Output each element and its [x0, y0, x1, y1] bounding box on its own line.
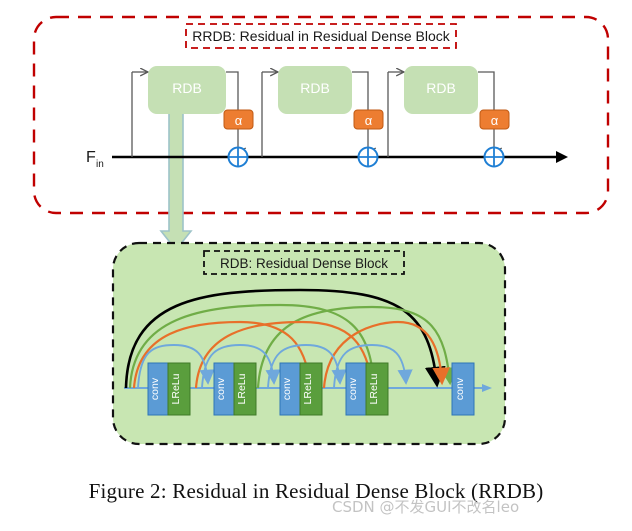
input-label: F	[86, 149, 96, 166]
rdb-output-path-3	[478, 71, 495, 110]
rdb-unit-3-act-rect	[299, 362, 323, 416]
skip-green-2	[256, 305, 458, 389]
rdb-final-conv[interactable]: conv	[451, 362, 475, 416]
rdb-block-3-rect	[404, 66, 478, 114]
skip-blue-4	[333, 344, 413, 389]
sum-node-1	[227, 146, 249, 168]
rrdb-title-text: RRDB: Residual in Residual Dense Block	[192, 28, 451, 44]
sum-node-3	[483, 146, 505, 168]
rdb-unit-1[interactable]: conv LReLu	[147, 362, 191, 416]
rdb-unit-2[interactable]: conv LReLu	[213, 362, 257, 416]
alpha-box-1[interactable]: α	[223, 109, 254, 130]
alpha-box-1-label: α	[235, 113, 243, 128]
alpha-box-1-rect	[223, 109, 254, 130]
rdb-final-conv-rect	[451, 362, 475, 416]
rdb-block-1-label: RDB	[172, 80, 202, 96]
rdb-unit-4-conv-label: conv	[347, 377, 359, 400]
rdb-output-path-2	[352, 71, 369, 110]
skip-green-1	[128, 303, 382, 389]
rdb-unit-4-act-rect	[365, 362, 389, 416]
rdb-block-2-label: RDB	[300, 80, 330, 96]
skip-orange-1	[132, 320, 317, 389]
rdb-unit-2-act-rect	[233, 362, 257, 416]
rdb-title-text: RDB: Residual Dense Block	[220, 256, 388, 271]
rdb-block-1-rect	[148, 66, 226, 114]
skip-blue-3	[267, 344, 347, 389]
rdb-block-2-rect	[278, 66, 352, 114]
alpha-box-2[interactable]: α	[353, 109, 384, 130]
input-label-subscript: in	[96, 159, 104, 170]
alpha-box-2-rect	[353, 109, 384, 130]
skip-blue-2	[201, 344, 281, 389]
rdb-unit-4-act-label: LReLu	[368, 373, 380, 404]
rdb-unit-3-conv-label: conv	[281, 377, 293, 400]
rdb-unit-1-act-rect	[167, 362, 191, 416]
alpha-box-3[interactable]: α	[479, 109, 510, 130]
rdb-unit-1-act-label: LReLu	[170, 373, 182, 404]
rdb-baseline-arrowhead	[482, 384, 492, 392]
rdb-output-path-1	[226, 71, 239, 110]
rdb-block-3-label: RDB	[426, 80, 456, 96]
rdb-panel-background	[111, 241, 507, 446]
green-down-arrow	[159, 99, 193, 252]
rdb-final-conv-label: conv	[454, 377, 466, 400]
sum-node-2	[357, 146, 379, 168]
alpha-box-3-label: α	[491, 113, 499, 128]
rdb-title-box	[203, 250, 405, 275]
alpha-box-2-label: α	[365, 113, 373, 128]
rrdb-panel-border	[32, 15, 610, 215]
figure-caption: Figure 2: Residual in Residual Dense Blo…	[88, 479, 544, 503]
rdb-unit-2-act-label: LReLu	[236, 373, 248, 404]
rrdb-title-box	[185, 23, 457, 49]
rdb-unit-3[interactable]: conv LReLu	[279, 362, 323, 416]
rdb-unit-2-conv-label: conv	[215, 377, 227, 400]
skip-orange-2	[194, 320, 379, 389]
skip-blue-1	[137, 344, 215, 389]
skip-orange-3	[322, 320, 450, 389]
alpha-box-3-rect	[479, 109, 510, 130]
rdb-unit-4[interactable]: conv LReLu	[345, 362, 389, 416]
rdb-block-1[interactable]: RDB	[148, 66, 226, 114]
rdb-block-2[interactable]: RDB	[278, 66, 352, 114]
rdb-block-3[interactable]: RDB	[404, 66, 478, 114]
rdb-unit-3-act-label: LReLu	[302, 373, 314, 404]
rdb-unit-1-conv-label: conv	[149, 377, 161, 400]
main-trunk-arrowhead	[556, 151, 568, 163]
